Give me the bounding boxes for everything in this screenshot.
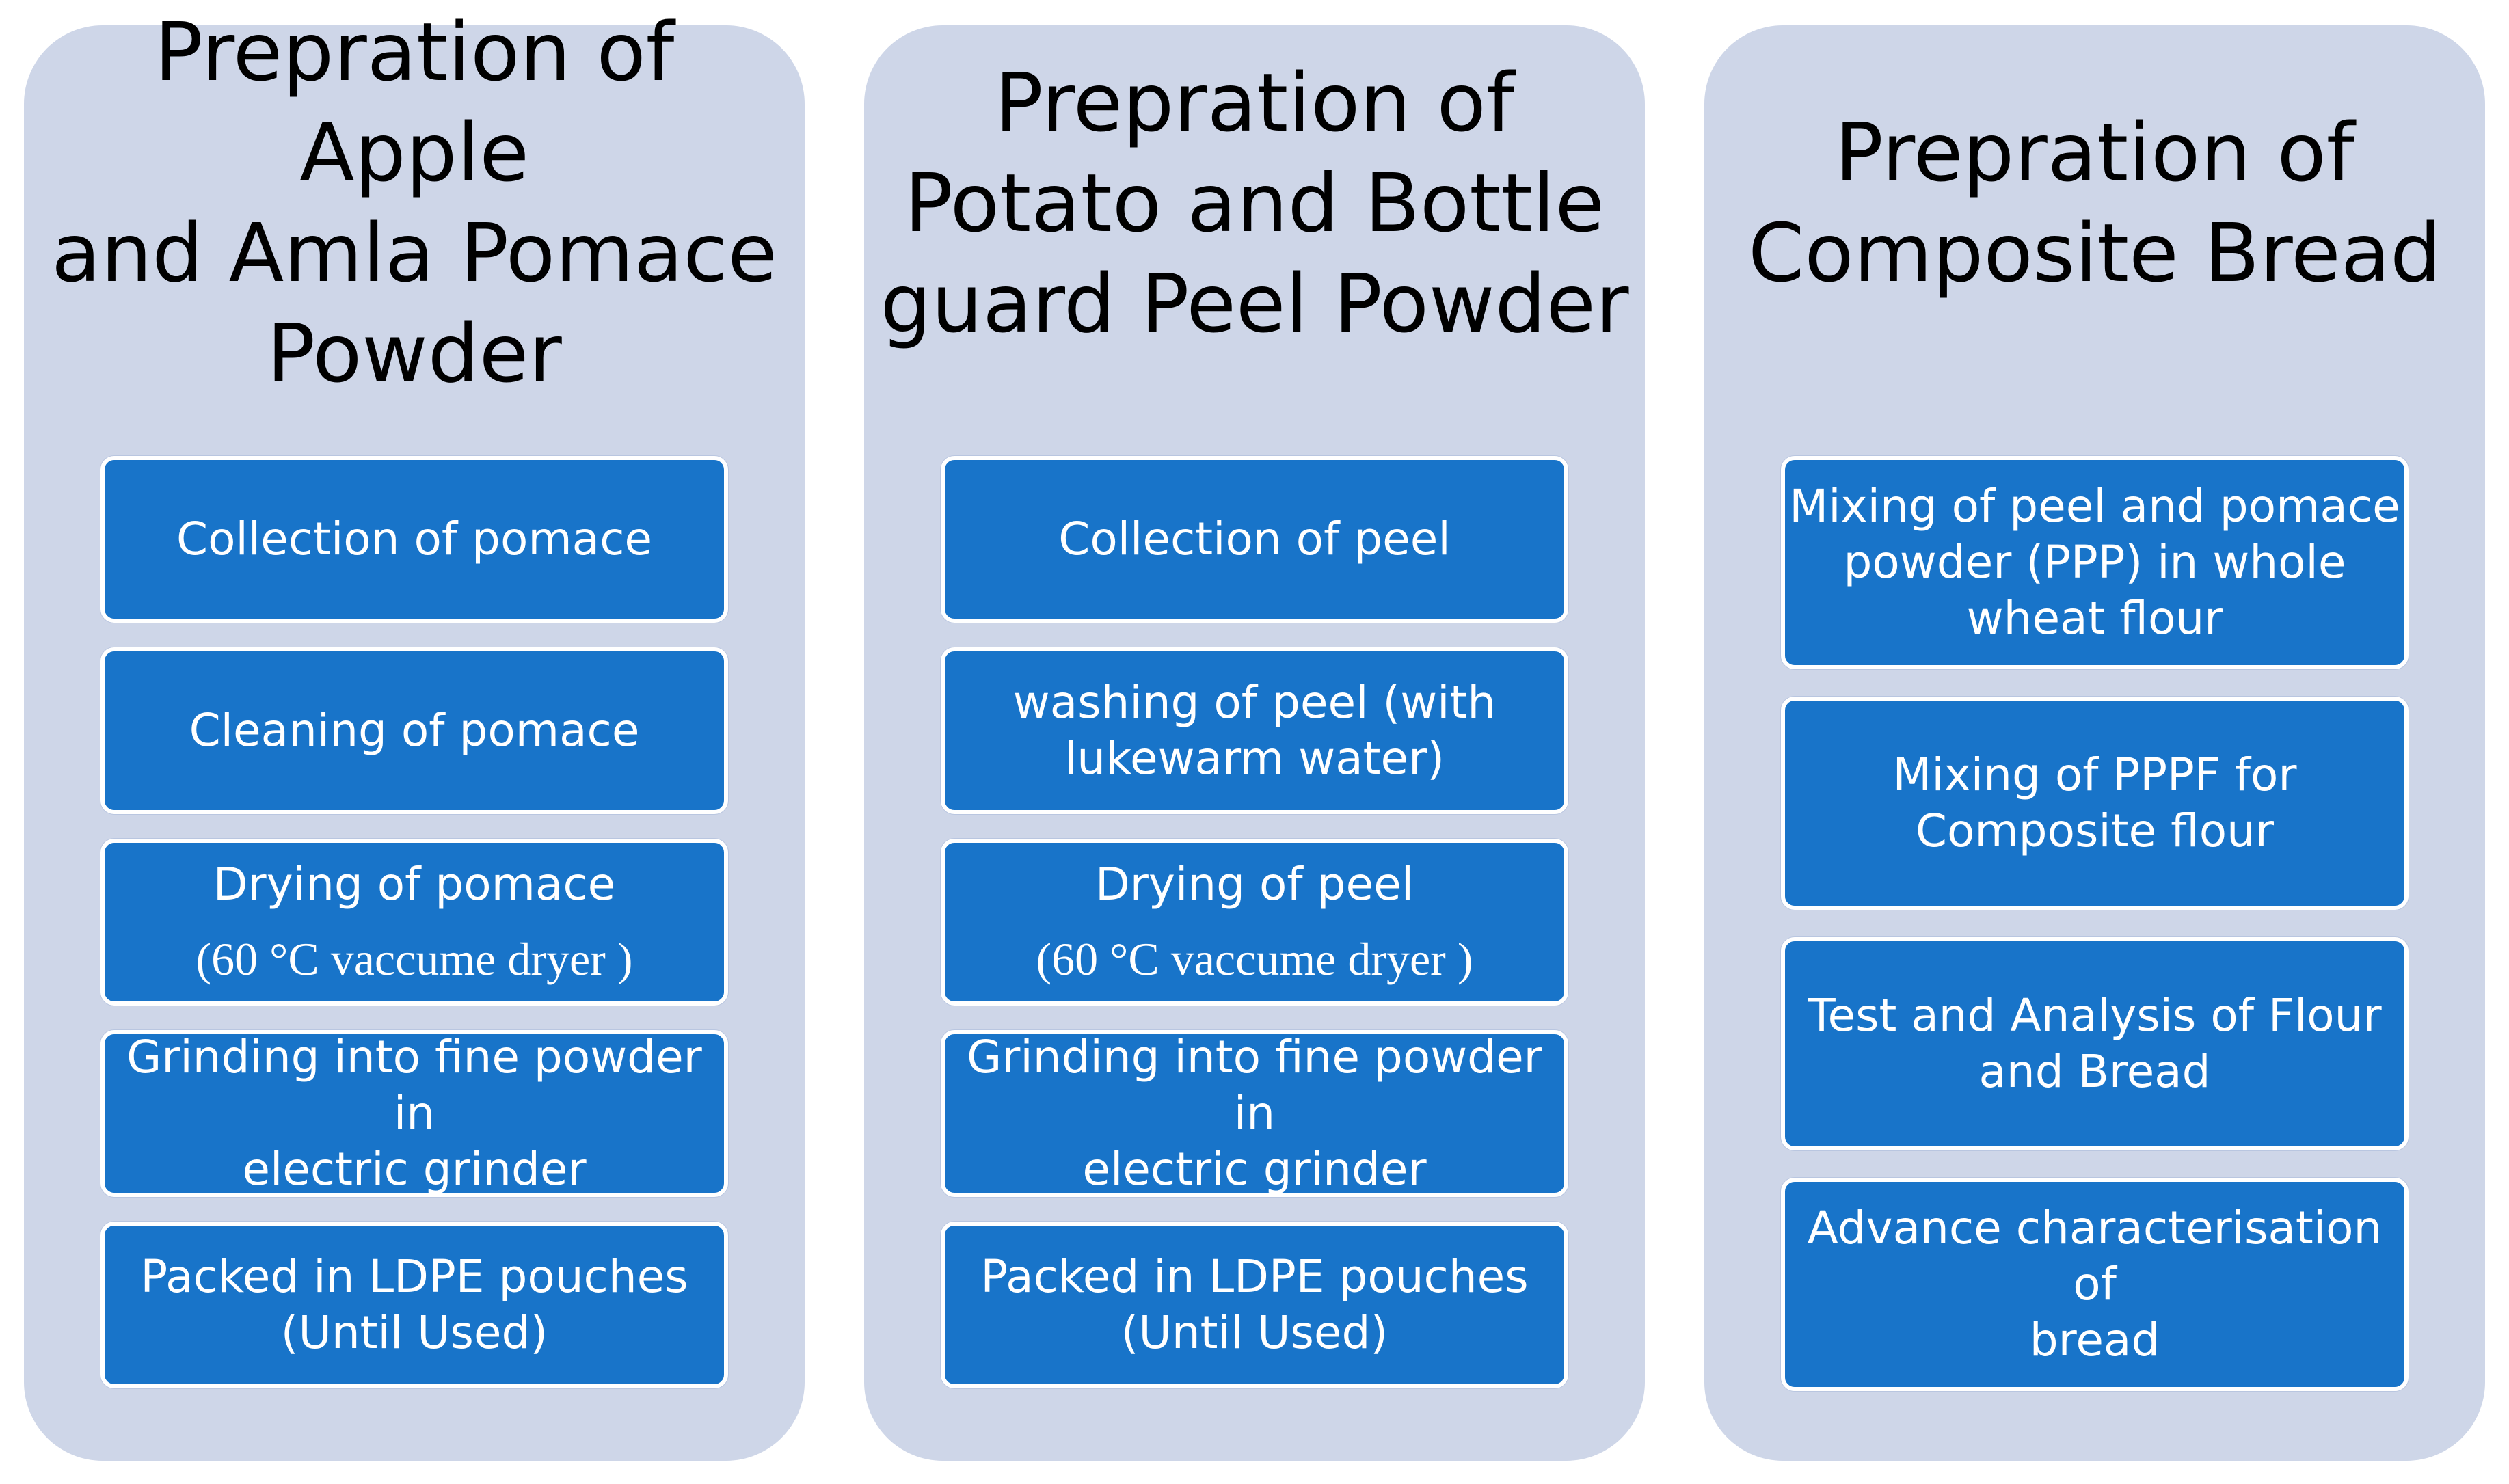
step-mixing-pppf: Mixing of PPPF for Composite flour [1781, 697, 2409, 910]
step-washing-of-peel: washing of peel (with lukewarm water) [941, 647, 1568, 814]
column-apple-amla-pomace: Prepration of Apple and Amla Pomace Powd… [24, 5, 805, 1461]
step-label: Drying of peel [1095, 858, 1414, 910]
step-label: Test and Analysis of Flour and Bread [1808, 989, 2382, 1098]
step-label: Cleaning of pomace [189, 704, 640, 757]
step-drying-of-pomace: Drying of pomace (60 °C vaccume dryer ) [100, 839, 728, 1006]
step-label: Packed in LDPE pouches (Until Used) [980, 1250, 1529, 1359]
step-grinding: Grinding into fine powder in electric gr… [100, 1030, 728, 1197]
step-collection-of-peel: Collection of peel [941, 456, 1568, 623]
column-potato-bottle-guard-peel: Prepration of Potato and Bottle guard Pe… [864, 25, 1645, 1461]
step-drying-of-peel: Drying of peel (60 °C vaccume dryer ) [941, 839, 1568, 1006]
column-title: Prepration of Potato and Bottle guard Pe… [880, 55, 1629, 351]
step-advance-characterisation: Advance characterisation of bread [1781, 1178, 2409, 1391]
step-label: Packed in LDPE pouches (Until Used) [140, 1250, 688, 1359]
step-label: washing of peel (with lukewarm water) [1012, 676, 1497, 785]
step-grinding: Grinding into fine powder in electric gr… [941, 1030, 1568, 1197]
column-title: Prepration of Composite Bread [1748, 105, 2441, 300]
step-cleaning-of-pomace: Cleaning of pomace [100, 647, 728, 814]
step-label: Advance characterisation of bread [1807, 1202, 2383, 1366]
step-packing: Packed in LDPE pouches (Until Used) [941, 1222, 1568, 1388]
step-mixing-ppp-in-flour: Mixing of peel and pomace powder (PPP) i… [1781, 456, 2409, 669]
column-title: Prepration of Apple and Amla Pomace Powd… [51, 5, 777, 401]
step-packing: Packed in LDPE pouches (Until Used) [100, 1222, 728, 1388]
step-collection-of-pomace: Collection of pomace [100, 456, 728, 623]
step-label: Mixing of peel and pomace powder (PPP) i… [1789, 480, 2400, 645]
step-sublabel: (60 °C vaccume dryer ) [196, 933, 633, 985]
column-composite-bread: Prepration of Composite Bread Mixing of … [1704, 25, 2485, 1461]
step-label: Grinding into fine powder in electric gr… [967, 1031, 1542, 1196]
step-label: Drying of pomace [213, 858, 616, 910]
step-label: Grinding into fine powder in electric gr… [126, 1031, 702, 1196]
step-test-and-analysis: Test and Analysis of Flour and Bread [1781, 937, 2409, 1150]
step-label: Collection of pomace [176, 513, 652, 565]
step-label: Collection of peel [1058, 513, 1451, 565]
step-sublabel: (60 °C vaccume dryer ) [1036, 933, 1473, 985]
step-label: Mixing of PPPF for Composite flour [1892, 748, 2297, 857]
